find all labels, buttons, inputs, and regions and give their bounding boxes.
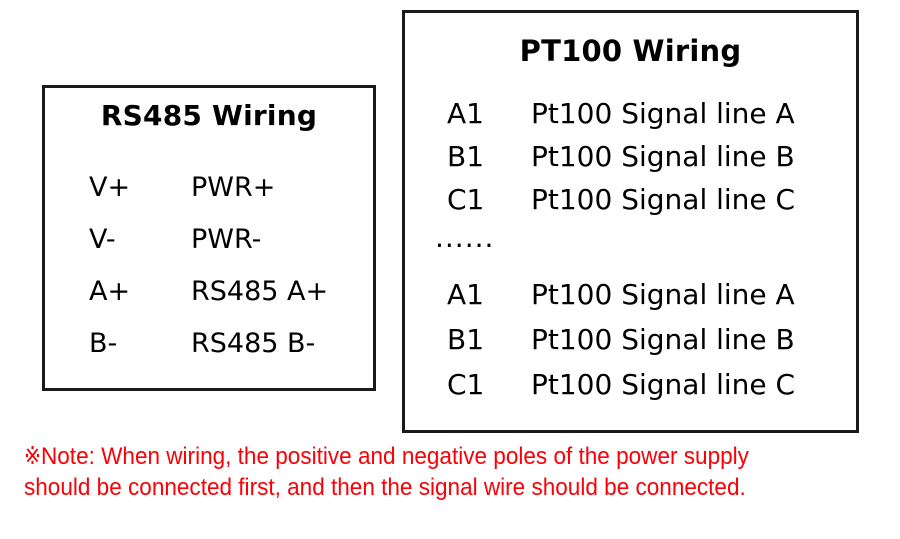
terminal-code: C1 bbox=[447, 368, 485, 401]
table-row: B1 Pt100 Signal line B bbox=[405, 135, 856, 178]
wiring-note-text: ※Note: When wiring, the positive and neg… bbox=[24, 443, 749, 501]
table-row: C1 Pt100 Signal line C bbox=[405, 362, 856, 407]
pt100-panel-title: PT100 Wiring bbox=[519, 34, 742, 68]
terminal-description: Pt100 Signal line A bbox=[531, 97, 795, 130]
ellipsis-separator: ...... bbox=[435, 221, 495, 254]
table-row: B- RS485 B- bbox=[45, 318, 373, 370]
terminal-code: A1 bbox=[447, 97, 484, 130]
pt100-wiring-panel: PT100 Wiring A1 Pt100 Signal line A B1 P… bbox=[402, 10, 859, 433]
terminal-description: Pt100 Signal line C bbox=[531, 183, 796, 216]
table-row: A1 Pt100 Signal line A bbox=[405, 272, 856, 317]
terminal-code: B- bbox=[89, 328, 118, 359]
table-row: C1 Pt100 Signal line C bbox=[405, 178, 856, 221]
rs485-wiring-table: V+ PWR+ V- PWR- A+ RS485 A+ B- RS485 B- bbox=[45, 162, 373, 370]
terminal-code: A+ bbox=[89, 276, 131, 307]
terminal-code: C1 bbox=[447, 183, 485, 216]
rs485-panel-title: RS485 Wiring bbox=[100, 99, 318, 132]
terminal-description: RS485 A+ bbox=[191, 276, 329, 307]
terminal-description: Pt100 Signal line A bbox=[531, 278, 795, 311]
terminal-code: B1 bbox=[447, 323, 485, 356]
terminal-code: V+ bbox=[89, 172, 131, 203]
terminal-code: V- bbox=[89, 224, 116, 255]
rs485-wiring-panel: RS485 Wiring V+ PWR+ V- PWR- A+ RS485 A+… bbox=[42, 85, 376, 391]
terminal-description: RS485 B- bbox=[191, 328, 316, 359]
terminal-code: B1 bbox=[447, 140, 485, 173]
terminal-description: PWR+ bbox=[191, 172, 276, 203]
terminal-description: Pt100 Signal line C bbox=[531, 368, 796, 401]
terminal-code: A1 bbox=[447, 278, 484, 311]
terminal-description: Pt100 Signal line B bbox=[531, 140, 795, 173]
table-row: A1 Pt100 Signal line A bbox=[405, 92, 856, 135]
table-row: A+ RS485 A+ bbox=[45, 266, 373, 318]
terminal-description: PWR- bbox=[191, 224, 262, 255]
pt100-wiring-table: A1 Pt100 Signal line A B1 Pt100 Signal l… bbox=[405, 92, 856, 407]
table-row: V- PWR- bbox=[45, 214, 373, 266]
table-row: B1 Pt100 Signal line B bbox=[405, 317, 856, 362]
table-row: V+ PWR+ bbox=[45, 162, 373, 214]
terminal-description: Pt100 Signal line B bbox=[531, 323, 795, 356]
